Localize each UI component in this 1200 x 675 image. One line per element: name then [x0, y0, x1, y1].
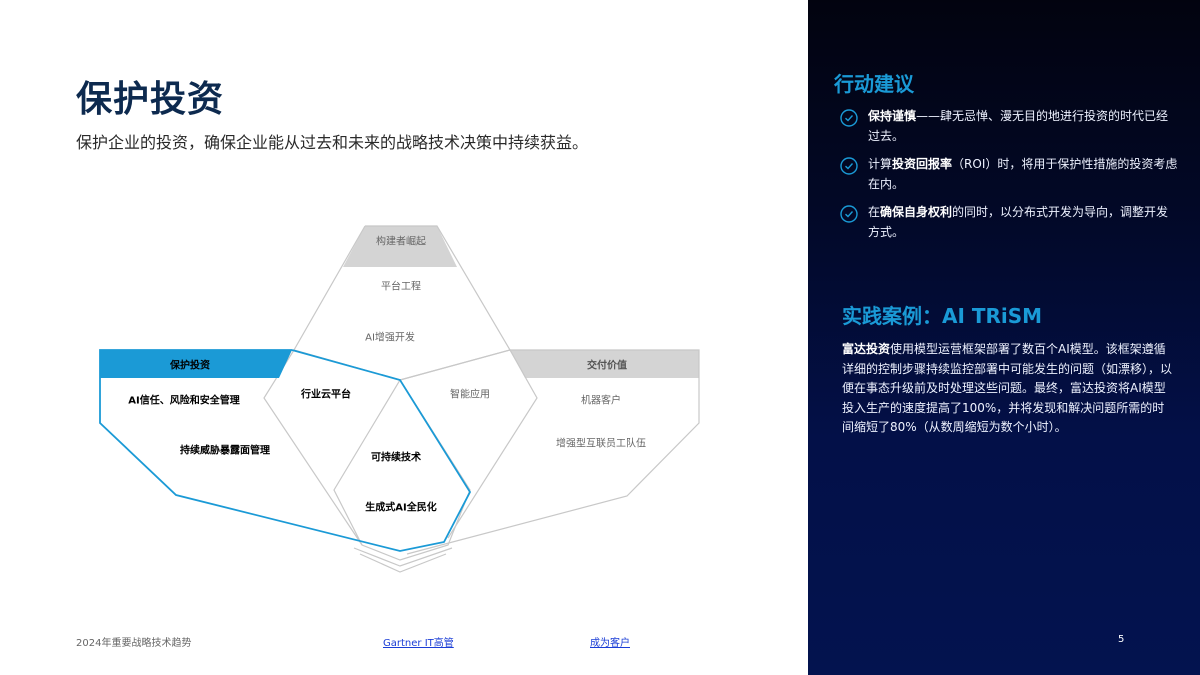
case-study-title: 实践案例：AI TRiSM: [842, 304, 1043, 328]
check-circle-icon: [840, 109, 858, 127]
sidebar-panel: 行动建议 保持谨慎——肆无忌惮、漫无目的地进行投资的时代已经过去。 计算投资回报…: [808, 0, 1200, 675]
left-item-ctem: 持续威胁暴露面管理: [180, 445, 270, 457]
right-group-header: 交付价值: [587, 360, 627, 372]
center-item-sustainable-tech: 可持续技术: [371, 452, 421, 464]
center-item-genai-democratization: 生成式AI全民化: [365, 502, 437, 514]
case-study-text: 富达投资使用模型运营框架部署了数百个AI模型。该框架遵循详细的控制步骤持续监控部…: [842, 340, 1172, 438]
strategy-diagram: 构建者崛起 平台工程 AI增强开发 保护投资 AI信任、风险和安全管理 持续威胁…: [99, 225, 700, 573]
right-group-outline: [406, 349, 700, 555]
action-item: 计算投资回报率（ROI）时，将用于保护性措施的投资考虑在内。: [840, 154, 1180, 194]
case-study-body: 使用模型运营框架部署了数百个AI模型。该框架遵循详细的控制步骤持续监控部署中可能…: [842, 342, 1173, 434]
bottom-outline-1: [353, 547, 453, 567]
right-item-machine-customers: 机器客户: [581, 395, 621, 407]
right-group-header-band: [510, 350, 699, 378]
page-title: 保护投资: [76, 78, 225, 120]
smart-app-outline: [399, 349, 538, 539]
action-prefix: 在: [868, 205, 881, 219]
diagram-shapes: [99, 225, 700, 573]
left-item-ai-trism: AI信任、风险和安全管理: [128, 395, 240, 407]
right-item-connected-workforce: 增强型互联员工队伍: [556, 438, 646, 450]
left-group-header: 保护投资: [170, 360, 210, 372]
center-item-smart-apps: 智能应用: [450, 389, 490, 401]
center-item-industry-cloud: 行业云平台: [301, 389, 351, 401]
top-item-ai-augmented-dev: AI增强开发: [365, 332, 415, 344]
action-item: 在确保自身权利的同时，以分布式开发为导向，调整开发方式。: [840, 202, 1180, 242]
action-prefix: 计算: [868, 157, 893, 171]
check-circle-icon: [840, 205, 858, 223]
footer-source: 2024年重要战略技术趋势: [76, 638, 192, 649]
action-bold: 确保自身权利: [880, 205, 953, 219]
action-text: （ROI）时，将用于保护性措施的投资考虑在内。: [868, 157, 1178, 191]
actions-list: 保持谨慎——肆无忌惮、漫无目的地进行投资的时代已经过去。 计算投资回报率（ROI…: [840, 106, 1180, 250]
actions-title: 行动建议: [834, 72, 914, 96]
check-circle-icon: [840, 157, 858, 175]
top-group-header: 构建者崛起: [376, 236, 426, 248]
bottom-outline-2: [359, 553, 447, 573]
top-group-header-band: [343, 226, 457, 267]
case-study-company: 富达投资: [842, 342, 891, 356]
action-bold: 保持谨慎: [868, 109, 917, 123]
action-item: 保持谨慎——肆无忌惮、漫无目的地进行投资的时代已经过去。: [840, 106, 1180, 146]
page-subtitle: 保护企业的投资，确保企业能从过去和未来的战略技术决策中持续获益。: [76, 133, 589, 152]
page-number: 5: [1118, 634, 1125, 645]
footer-link-become-client[interactable]: 成为客户: [590, 638, 630, 649]
top-item-platform-engineering: 平台工程: [381, 281, 421, 293]
action-bold: 投资回报率: [892, 157, 953, 171]
sustainable-tech-outline: [333, 379, 471, 561]
action-text: 的同时，以分布式开发为导向，调整开发方式。: [868, 205, 1169, 239]
left-group-outline: [99, 349, 472, 552]
action-text: ——肆无忌惮、漫无目的地进行投资的时代已经过去。: [868, 109, 1169, 143]
left-group-header-band: [100, 350, 292, 378]
main-content: 保护投资 保护企业的投资，确保企业能从过去和未来的战略技术决策中持续获益。: [76, 78, 700, 649]
footer-link-gartner-executives[interactable]: Gartner IT高管: [383, 638, 454, 649]
